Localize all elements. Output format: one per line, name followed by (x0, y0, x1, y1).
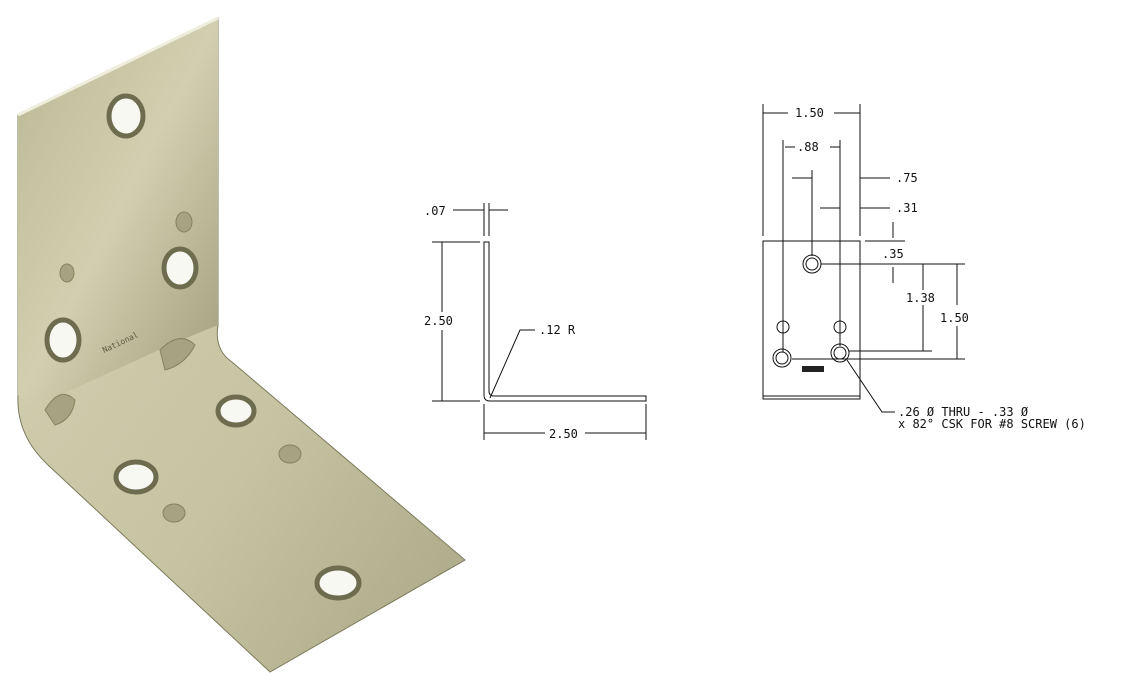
dim-hole-spacing: .88 (797, 140, 819, 154)
dim-height: 2.50 (424, 314, 453, 328)
dim-radius: .12 R (539, 323, 576, 337)
dim-offset-b: .31 (896, 201, 918, 215)
dim-top-offset: .35 (882, 247, 904, 261)
dim-offset-a: .75 (896, 171, 918, 185)
bracket-photo: National (17, 16, 466, 673)
dim-length: 2.50 (549, 427, 578, 441)
dim-width: 1.50 (795, 106, 824, 120)
dim-vert-total: 1.50 (940, 311, 969, 325)
dim-thickness: .07 (424, 204, 446, 218)
dim-vert-spacing: 1.38 (906, 291, 935, 305)
hole-note-line2: x 82° CSK FOR #8 SCREW (6) (898, 417, 1086, 431)
side-view-drawing (432, 203, 647, 440)
front-view-drawing (762, 104, 965, 413)
hole-note-line1: .26 Ø THRU - .33 Ø (898, 405, 1029, 419)
